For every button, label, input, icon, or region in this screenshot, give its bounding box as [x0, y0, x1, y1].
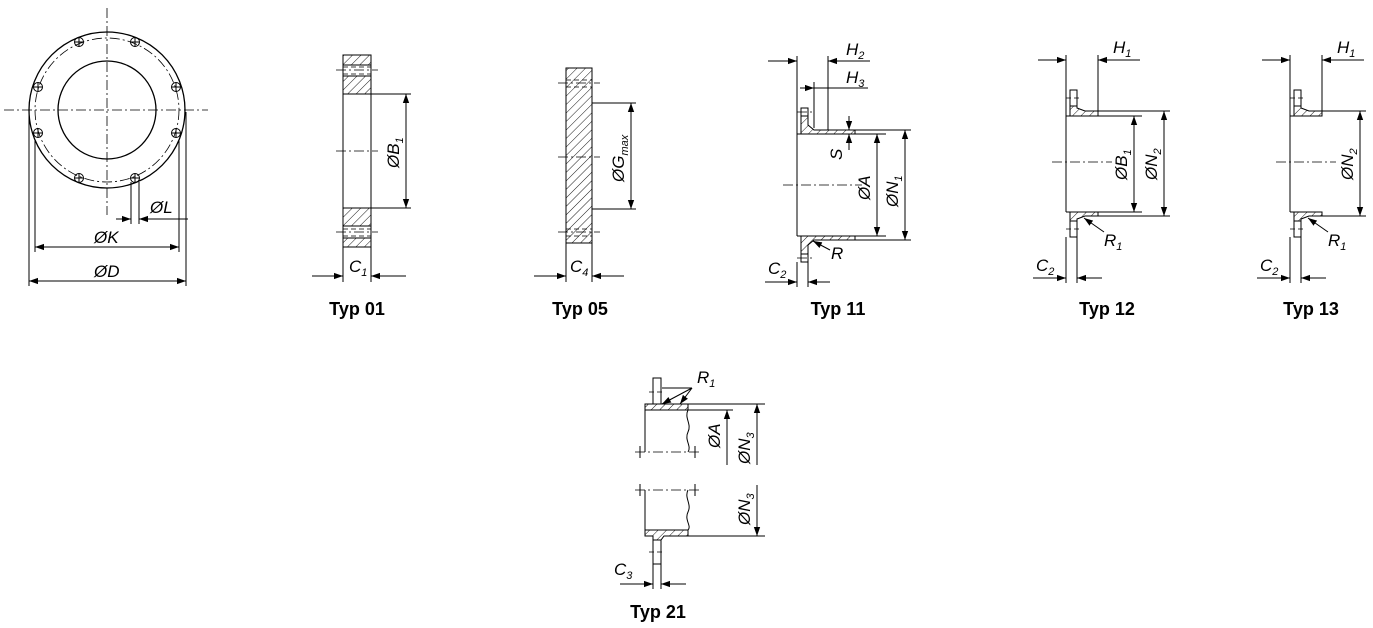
- svg-text:ØA: ØA: [855, 175, 874, 201]
- svg-text:ØN2: ØN2: [1142, 148, 1164, 181]
- dim-label-C2: C: [1036, 256, 1049, 275]
- dim-label-N2: N: [1338, 154, 1357, 167]
- dim-sub: 1: [893, 175, 905, 181]
- svg-text:ØB1: ØB1: [1112, 149, 1134, 181]
- dim-sub: 1: [1116, 241, 1122, 253]
- dim-sub: 1: [1125, 48, 1131, 60]
- caption-typ-12: Typ 12: [1079, 299, 1135, 319]
- dim-sub: 2: [779, 269, 786, 281]
- svg-text:H2: H2: [846, 40, 864, 62]
- dim-label-R1: R: [1328, 231, 1340, 250]
- svg-text:ØN2: ØN2: [1338, 148, 1360, 181]
- dim-label-C1: C: [349, 257, 362, 276]
- dim-sub: max: [619, 134, 631, 155]
- dim-label-D: D: [107, 262, 119, 281]
- dim-label-H3: H: [846, 68, 859, 87]
- dim-label-B1: B: [384, 143, 403, 154]
- typ-05-section: ØGmax C4 Typ 05: [534, 67, 636, 319]
- dim-sub: 1: [361, 267, 367, 279]
- dim-label-L: L: [163, 198, 172, 217]
- svg-text:R1: R1: [1104, 231, 1122, 253]
- svg-text:H1: H1: [1337, 38, 1355, 60]
- svg-text:C2: C2: [768, 259, 786, 281]
- svg-text:H3: H3: [846, 68, 865, 90]
- caption-typ-01: Typ 01: [329, 299, 385, 319]
- dim-sub: 3: [626, 570, 633, 582]
- svg-text:C3: C3: [614, 560, 633, 582]
- dim-label-A: A: [705, 423, 724, 435]
- dim-label-C2: C: [1260, 256, 1273, 275]
- caption-typ-11: Typ 11: [811, 299, 866, 319]
- dim-sub: 3: [745, 492, 757, 499]
- dim-sub: 1: [1349, 48, 1355, 60]
- dim-label-H2: H: [846, 40, 859, 59]
- dim-sub: 2: [1047, 266, 1054, 278]
- svg-text:R1: R1: [697, 368, 715, 390]
- dim-sub: 1: [709, 378, 715, 390]
- dim-sub: 3: [745, 431, 757, 438]
- svg-text:ØA: ØA: [705, 423, 724, 449]
- dim-sub: 2: [1271, 266, 1278, 278]
- dim-sub: 1: [1122, 149, 1134, 155]
- dim-label-N3: N: [735, 438, 754, 451]
- svg-text:C2: C2: [1260, 256, 1278, 278]
- caption-typ-21: Typ 21: [630, 602, 686, 622]
- svg-text:ØB1: ØB1: [384, 137, 406, 169]
- dim-label-K: K: [107, 228, 119, 247]
- dim-label-S: S: [827, 148, 846, 160]
- dim-label-N2: N: [1142, 154, 1161, 167]
- dim-sub: 3: [858, 78, 865, 90]
- dim-label-R1: R: [697, 368, 709, 387]
- svg-text:ØN1: ØN1: [883, 175, 905, 208]
- svg-text:ØK: ØK: [93, 228, 119, 247]
- dim-label-A: A: [855, 175, 874, 187]
- typ-01-section: ØB1 C1 Typ 01: [312, 54, 411, 319]
- svg-text:ØD: ØD: [93, 262, 120, 281]
- typ-13-section: H1 ØN2 R1 C2 Typ 13: [1257, 38, 1366, 319]
- bolt-holes: [33, 37, 181, 183]
- dim-label-C4: C: [570, 257, 583, 276]
- dim-label-N1: N: [883, 181, 902, 194]
- dim-label-R: R: [831, 244, 843, 263]
- dim-sub: 2: [1348, 148, 1360, 155]
- svg-text:C2: C2: [1036, 256, 1054, 278]
- dim-label-C2: C: [768, 259, 781, 278]
- dim-sub: 1: [394, 137, 406, 143]
- caption-typ-13: Typ 13: [1283, 299, 1339, 319]
- typ-11-section: H2 H3 S ØA ØN1 R C2 Typ 11: [765, 40, 911, 319]
- dim-sub: 2: [1152, 148, 1164, 155]
- svg-text:ØL: ØL: [149, 198, 173, 217]
- dim-label-R1: R: [1104, 231, 1116, 250]
- dim-label-C3: C: [614, 560, 627, 579]
- dim-sub: 2: [857, 50, 864, 62]
- svg-text:ØGmax: ØGmax: [609, 134, 631, 183]
- svg-text:ØN3: ØN3: [735, 431, 757, 465]
- flange-front-view: ØL ØK ØD: [4, 8, 208, 286]
- dim-label-N3: N: [735, 499, 754, 512]
- svg-text:ØN3: ØN3: [735, 492, 757, 526]
- dim-sub: 1: [1340, 241, 1346, 253]
- svg-text:H1: H1: [1113, 38, 1131, 60]
- typ-12-section: H1 ØB1 ØN2 R1 C2 Typ 12: [1033, 38, 1170, 319]
- dim-label-Gmax: G: [609, 156, 628, 169]
- dim-label-B1: B: [1112, 155, 1131, 166]
- svg-text:C4: C4: [570, 257, 588, 279]
- dim-label-H1: H: [1113, 38, 1126, 57]
- dim-label-H1: H: [1337, 38, 1350, 57]
- svg-text:R1: R1: [1328, 231, 1346, 253]
- dim-sub: 4: [582, 267, 588, 279]
- caption-typ-05: Typ 05: [552, 299, 608, 319]
- typ-21-section: ØA ØN3 R1 ØN3 C3 Typ 21: [614, 368, 765, 622]
- svg-text:C1: C1: [349, 257, 367, 279]
